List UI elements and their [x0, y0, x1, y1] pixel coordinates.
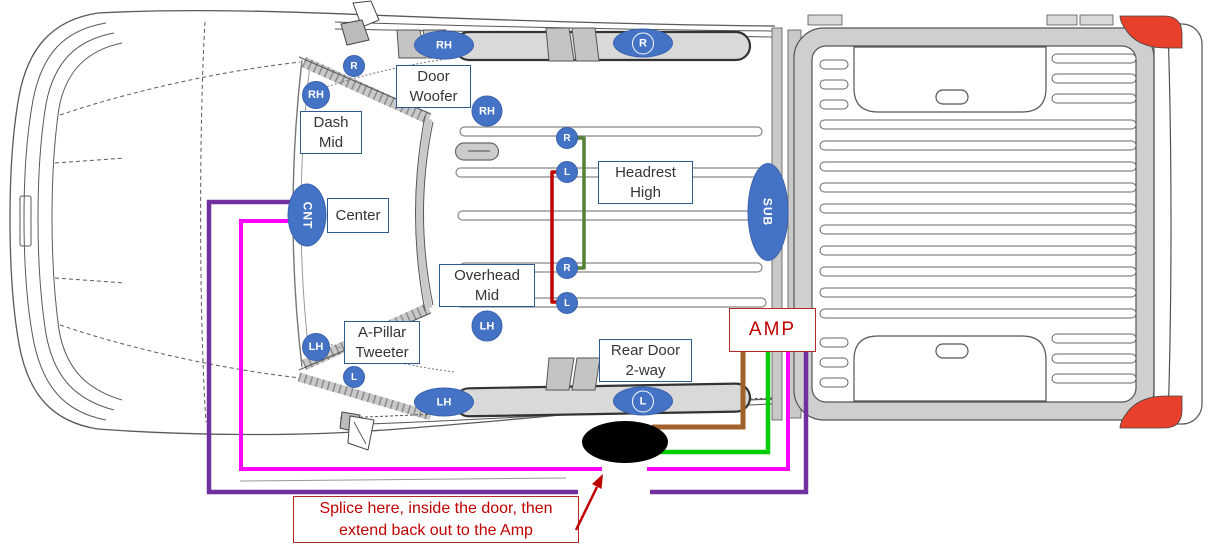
speaker-marker-sub: SUB [747, 163, 789, 261]
wire-center-purple [206, 199, 578, 495]
label-overhead-mid: Overhead Mid [439, 264, 535, 307]
label-a-pillar-tweeter: A-Pillar Tweeter [344, 321, 420, 364]
side-mirrors [339, 0, 380, 451]
label-amp: AMP [729, 308, 816, 352]
speaker-marker-overhead-rh: RH [471, 95, 503, 127]
speaker-marker-overhead-l: L [556, 292, 578, 314]
label-splice-note: Splice here, inside the door, then exten… [293, 496, 579, 543]
wire-magenta-to-amp [647, 352, 790, 471]
speaker-marker-door-woofer-rh: RH [414, 30, 474, 60]
taillight-right-top [1119, 15, 1183, 49]
splice-point [582, 421, 668, 463]
speaker-marker-dash-lh: LH [302, 333, 330, 361]
truck-bed [793, 14, 1203, 429]
wire-purple-to-amp [650, 352, 809, 495]
speaker-marker-apillar-l: L [343, 366, 365, 388]
truck-front-hood [9, 9, 776, 436]
speaker-marker-center-cnt: CNT [287, 183, 327, 247]
speaker-marker-dash-rh: RH [302, 81, 330, 109]
label-door-woofer: Door Woofer [396, 65, 471, 108]
speaker-marker-apillar-r: R [343, 55, 365, 77]
wire-headrest-red [550, 170, 567, 304]
taillight-right-bottom [1119, 395, 1183, 429]
wire-center-magenta [239, 219, 602, 471]
speaker-marker-door-woofer-lh: LH [414, 387, 474, 417]
label-rear-door-2way: Rear Door 2-way [599, 339, 692, 382]
label-dash-mid: Dash Mid [300, 111, 362, 154]
speaker-marker-overhead-lh: LH [471, 310, 503, 342]
wire-splice-brown [652, 352, 746, 430]
speaker-marker-rear-door-l: L [613, 386, 673, 416]
speaker-marker-headrest-r: R [556, 127, 578, 149]
wire-splice-green [656, 352, 771, 455]
speaker-marker-headrest-l: L [556, 161, 578, 183]
label-center: Center [327, 198, 389, 233]
truck-cab [239, 21, 802, 482]
speaker-marker-overhead-r: R [556, 257, 578, 279]
wire-headrest-green [567, 136, 586, 270]
label-headrest-high: Headrest High [598, 161, 693, 204]
speaker-wires [206, 136, 809, 495]
speaker-marker-rear-door-r: R [613, 28, 673, 58]
